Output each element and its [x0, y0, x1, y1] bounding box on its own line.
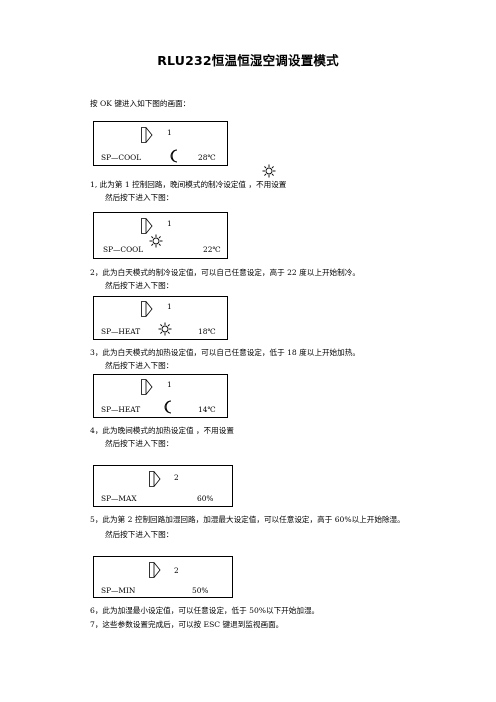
channel-arrow-icon [141, 301, 153, 317]
step-4-next: 然后按下进入下图： [105, 439, 174, 448]
mode-label: SP—HEAT [101, 327, 141, 336]
setpoint-value: 50% [192, 586, 209, 595]
channel-arrow-icon [149, 471, 161, 487]
mode-label: SP—COOL [103, 245, 144, 254]
sun-icon [262, 164, 276, 178]
setpoint-value: 60% [197, 494, 214, 503]
channel-arrow-icon [141, 379, 153, 395]
moon-icon [170, 149, 178, 163]
step-2-next: 然后按下进入下图： [105, 281, 174, 290]
channel-arrow-icon [141, 127, 153, 143]
moon-icon [164, 400, 172, 414]
mode-label: SP—MIN [101, 586, 136, 595]
mode-label: SP—COOL [101, 153, 142, 162]
step-1-next: 然后按下进入下图： [105, 193, 174, 202]
step-3-next: 然后按下进入下图： [105, 361, 174, 370]
channel-arrow-icon [141, 218, 153, 234]
lcd-screen-1: 1 SP—COOL 28℃ [93, 121, 228, 166]
step-2-text: 2，此为白天模式的制冷设定值，可以自己任意设定，高于 22 度以上开始制冷。 [90, 268, 360, 277]
step-7-text: 7，这些参数设置完成后，可以按 ESC 键退到监视画面。 [90, 620, 284, 629]
channel-number: 2 [174, 566, 179, 575]
sun-icon [149, 234, 163, 248]
setpoint-value: 28℃ [198, 153, 216, 162]
setpoint-value: 22℃ [203, 245, 221, 254]
channel-number: 2 [174, 473, 179, 482]
mode-label: SP—MAX [101, 494, 137, 503]
channel-number: 1 [167, 128, 172, 137]
step-6-text: 6，此为加湿最小设定值，可以任意设定，低于 50%以下开始加湿。 [90, 606, 320, 615]
lcd-screen-5: 2 SP—MAX 60% [93, 465, 233, 507]
step-5-text: 5，此为第 2 控制回路加湿回路，加湿最大设定值，可以任意设定，高于 60%以上… [90, 515, 405, 524]
lcd-screen-4: 1 SP—HEAT 14℃ [93, 374, 228, 418]
step-1-text: 1, 此为第 1 控制回路，晚间模式的制冷设定值 ，不用设置 [90, 180, 287, 189]
step-3-text: 3，此为白天模式的加热设定值，可以自己任意设定，低于 18 度以上开始加热。 [90, 348, 360, 357]
channel-number: 1 [167, 219, 172, 228]
channel-arrow-icon [149, 562, 161, 578]
step-4-text: 4，此为晚间模式的加热设定值 ，不用设置 [90, 426, 234, 435]
setpoint-value: 18℃ [198, 327, 216, 336]
mode-label: SP—HEAT [101, 405, 141, 414]
channel-number: 1 [167, 380, 172, 389]
lcd-screen-3: 1 SP—HEAT 18℃ [93, 296, 228, 340]
step-5-next: 然后按下进入下图： [105, 530, 174, 539]
sun-icon [158, 322, 172, 336]
setpoint-value: 14℃ [198, 405, 216, 414]
lcd-screen-6: 2 SP—MIN 50% [93, 556, 233, 598]
intro-text: 按 OK 键进入如下图的画面： [90, 99, 191, 108]
channel-number: 1 [167, 302, 172, 311]
lcd-screen-2: 1 SP—COOL 22℃ [93, 212, 228, 259]
page-title: RLU232恒温恒湿空调设置模式 [157, 53, 339, 68]
